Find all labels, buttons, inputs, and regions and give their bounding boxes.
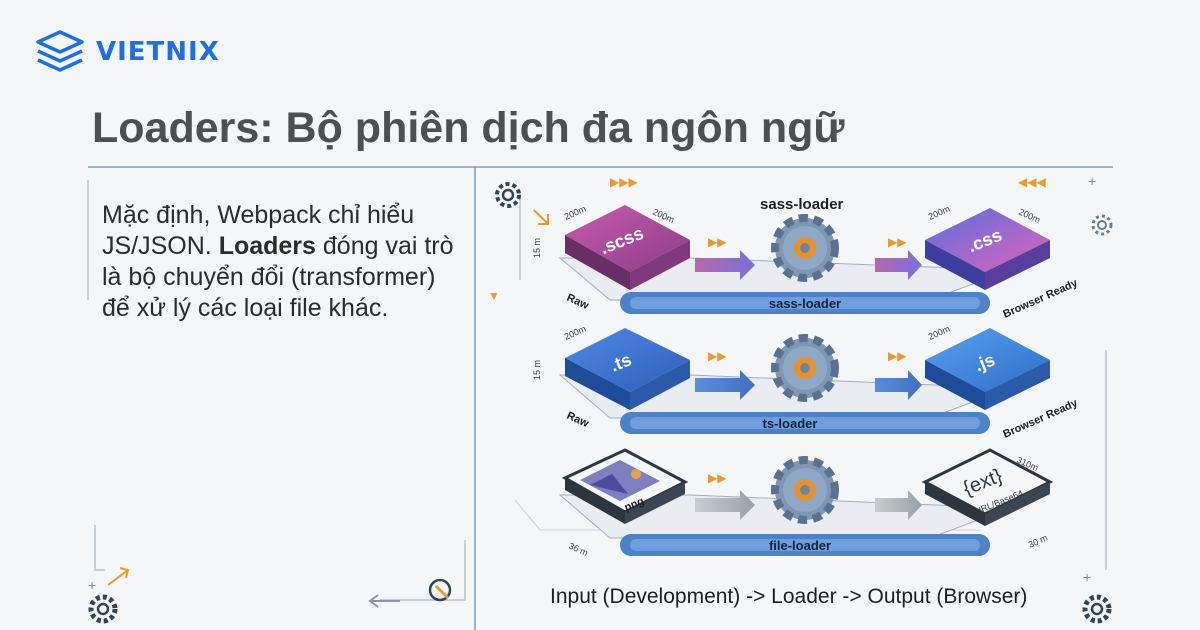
png-tile: .png bbox=[561, 448, 689, 524]
scss-tile: .scss bbox=[565, 205, 690, 290]
browser-ready-label: Browser Ready bbox=[1001, 277, 1080, 321]
dimension-label: 200m bbox=[563, 324, 588, 342]
brand-logo[interactable]: VIETNIX bbox=[34, 28, 220, 76]
chevron-right-icon: ▶▶ bbox=[888, 349, 907, 363]
dimension-label: 30 m bbox=[1027, 533, 1049, 550]
dimension-label: 15 m bbox=[532, 360, 542, 380]
gear-icon bbox=[771, 214, 839, 282]
chevron-right-icon: ▶▶ bbox=[888, 235, 907, 249]
chevron-right-icon: ▶▶ bbox=[708, 471, 727, 485]
arrow-up-right-icon bbox=[107, 567, 130, 586]
raw-label: Raw bbox=[565, 410, 591, 430]
arrow-right-icon bbox=[695, 370, 755, 400]
gear-icon bbox=[88, 594, 118, 624]
wrench-gear-icon bbox=[428, 578, 452, 602]
brand-name: VIETNIX bbox=[96, 37, 220, 67]
css-tile: .css bbox=[925, 208, 1050, 290]
dimension-label: 15 m bbox=[532, 238, 542, 258]
chevron-down-icon: ▼ bbox=[488, 289, 500, 303]
pipeline-sass: sass-loader .scss ▶▶ ▶▶ .css bbox=[558, 205, 1080, 321]
arrow-right-icon bbox=[875, 250, 922, 280]
browser-ready-label: Browser Ready bbox=[1001, 397, 1080, 441]
description-bold: Loaders bbox=[218, 232, 316, 260]
dimension-label: 36 m bbox=[567, 541, 589, 558]
gear-icon bbox=[771, 456, 839, 524]
dimension-label: 200m bbox=[563, 204, 588, 222]
stage-label: sass-loader bbox=[769, 296, 841, 311]
arrow-right-icon bbox=[875, 370, 922, 400]
dimension-label: 200m bbox=[1017, 207, 1042, 225]
arrow-right-icon bbox=[695, 490, 755, 520]
pipeline-ts: ts-loader .ts ▶▶ ▶▶ .js bbox=[558, 328, 1080, 441]
ts-tile: .ts bbox=[565, 328, 690, 410]
plus-icon: + bbox=[1083, 569, 1091, 585]
raw-label: Raw bbox=[565, 292, 591, 312]
top-stage-label: sass-loader bbox=[760, 196, 844, 213]
layered-stack-icon bbox=[36, 30, 84, 72]
description-part-2: đóng vai trò là bộ chuyển đổi (transform… bbox=[102, 232, 454, 322]
chevron-right-icon: ▶▶ bbox=[708, 235, 727, 249]
arrow-left-icon bbox=[368, 594, 400, 608]
js-tile: .js bbox=[925, 328, 1050, 410]
arrow-right-icon bbox=[875, 490, 922, 520]
arrow-right-icon bbox=[695, 250, 755, 280]
chevron-right-icon: ▶▶ bbox=[708, 349, 727, 363]
plus-icon: + bbox=[88, 577, 96, 593]
page-title: Loaders: Bộ phiên dịch đa ngôn ngữ bbox=[92, 104, 845, 152]
stage-label: file-loader bbox=[769, 538, 831, 553]
gear-icon bbox=[1091, 214, 1113, 236]
ext-tile: {ext} URL/Base64 bbox=[921, 448, 1054, 526]
chevron-left-icon: ◀◀◀ bbox=[1018, 175, 1046, 189]
gear-icon bbox=[495, 182, 521, 208]
arrow-down-right-icon bbox=[533, 209, 549, 225]
dimension-label: 200m bbox=[927, 204, 952, 222]
description-text: Mặc định, Webpack chỉ hiểu JS/JSON. Load… bbox=[102, 200, 462, 324]
flow-caption: Input (Development) -> Loader -> Output … bbox=[550, 585, 1028, 608]
dimension-label: 200m bbox=[927, 324, 952, 342]
pipeline-file: file-loader .png ▶▶ bbox=[558, 448, 1054, 556]
gear-icon bbox=[1082, 594, 1112, 624]
stage-label: ts-loader bbox=[763, 416, 818, 431]
plus-icon: + bbox=[1088, 173, 1096, 189]
description-part-1: Mặc định, Webpack chỉ hiểu JS/JSON. bbox=[102, 201, 415, 260]
chevron-right-icon: ▶▶▶ bbox=[610, 175, 638, 189]
gear-icon bbox=[771, 334, 839, 402]
